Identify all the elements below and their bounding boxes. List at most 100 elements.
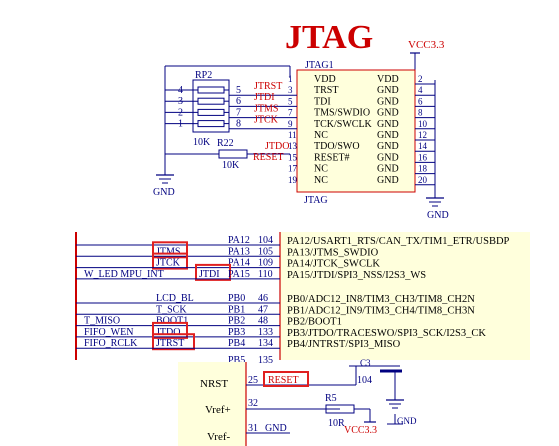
r22-resistor <box>218 149 248 159</box>
port-pin: PB4 <box>228 338 245 349</box>
pin-number: 47 <box>258 304 268 315</box>
mcu-net: T_MISO <box>84 316 120 327</box>
port-pin: PA12 <box>228 235 250 246</box>
jtag-highlight <box>195 263 231 281</box>
pin-function: PB2/BOOT1 <box>287 317 342 328</box>
rp-pin-right: 6 <box>236 96 241 107</box>
connector-part: JTAG <box>304 195 328 206</box>
pin-net: JTRST <box>156 338 184 349</box>
vcc-label-top: VCC3.3 <box>408 39 445 51</box>
c3-value: 104 <box>357 375 372 386</box>
nrst-pin: NRST <box>200 378 228 390</box>
jtag-highlight <box>152 333 195 351</box>
pin-num-right: 6 <box>418 96 423 106</box>
port-pin: PA15 <box>228 269 250 280</box>
pin-number: 110 <box>258 269 273 280</box>
pin-function: PB4/JNTRST/SPI3_MISO <box>287 339 401 350</box>
pin-num-left: 19 <box>288 175 298 185</box>
r5-label: R5 <box>325 393 337 404</box>
resistor-pack-rows: 45JTRST36JTDI27JTMS18JTCK <box>165 81 282 130</box>
pin-function: PA15/JTDI/SPI3_NSS/I2S3_WS <box>287 270 426 281</box>
pin-number: 104 <box>258 235 273 246</box>
pin-net: JTDI <box>199 269 220 280</box>
pin-name-left: NC <box>314 130 328 141</box>
jtdo-net: JTDO <box>265 141 289 152</box>
pin-name-right: GND <box>377 108 399 119</box>
port-pin: PB1 <box>228 304 245 315</box>
rp-pin-right: 5 <box>236 85 241 96</box>
pin-num-right: 20 <box>418 175 428 185</box>
pin-name-right: GND <box>377 119 399 130</box>
pin-num-left: 3 <box>288 85 293 95</box>
rp-pin-right: 8 <box>236 119 241 130</box>
pin-net: T_SCK <box>156 304 187 315</box>
pin-name-left: TMS/SWDIO <box>314 108 370 119</box>
pin-number: 46 <box>258 293 268 304</box>
mcu-body <box>280 232 530 360</box>
reset-section: NRST 25 RESET C3 104 Vref+ 32 R5 10R VCC… <box>178 358 417 446</box>
pin-function: PB0/ADC12_IN8/TIM3_CH3/TIM8_CH2N <box>287 294 475 305</box>
gnd-label-a: GND <box>397 416 417 426</box>
jtag-connector <box>296 69 416 193</box>
vref-minus-pin: Vref- <box>207 431 230 443</box>
rp-element <box>197 108 225 116</box>
pin-num-right: 16 <box>418 152 428 162</box>
pin-number: 109 <box>258 258 273 269</box>
resistor-pack-rp2 <box>192 79 230 133</box>
pin-num-right: 8 <box>418 108 423 118</box>
pin-function: PA14/JTCK_SWCLK <box>287 259 380 270</box>
pin-num-left: 9 <box>288 119 293 129</box>
pin-num-right: 18 <box>418 164 428 174</box>
pin-num-right: 2 <box>418 74 423 84</box>
pin-function: PA13/JTMS_SWDIO <box>287 247 379 258</box>
pin-name-right: VDD <box>377 74 399 85</box>
pin-function: PA12/USART1_RTS/CAN_TX/TIM1_ETR/USBDP <box>287 236 510 247</box>
rp2-label: RP2 <box>195 70 212 81</box>
mcu-net: FIFO_RCLK <box>84 338 138 349</box>
pin-number-cut: 135 <box>258 355 273 366</box>
net-label: JTDI <box>254 92 275 103</box>
pin-net: LCD_BL <box>156 293 194 304</box>
port-pin: PB2 <box>228 316 245 327</box>
pin-number: 133 <box>258 327 273 338</box>
pin-name-right: GND <box>377 141 399 152</box>
r5-value: 10R <box>328 418 345 429</box>
mcu-lower-body <box>178 362 246 446</box>
pin-number: 105 <box>258 246 273 257</box>
pin-num-left: 13 <box>288 141 298 151</box>
pin-31: 31 <box>248 423 258 434</box>
pin-name-right: GND <box>377 85 399 96</box>
pin-name-left: TDI <box>314 96 331 107</box>
pin-net: JTMS <box>156 246 180 257</box>
port-pin: PA13 <box>228 246 250 257</box>
mcu-net: FIFO_WEN <box>84 327 133 338</box>
pin-num-left: 1 <box>288 74 293 84</box>
pin-name-left: VDD <box>314 74 336 85</box>
mcu-section: PA12 104 PA12/USART1_RTS/CAN_TX/TIM1_ETR/U… <box>75 232 530 366</box>
reset-net: RESET <box>253 152 284 163</box>
r22-label: R22 <box>217 138 234 149</box>
pin-name-left: RESET# <box>314 152 350 163</box>
c3-label: C3 <box>360 358 371 368</box>
pin-num-left: 17 <box>288 164 298 174</box>
net-label: JTRST <box>254 81 282 92</box>
reset-highlight <box>263 371 309 387</box>
rp-element <box>197 120 225 128</box>
net-label: JTCK <box>254 115 279 126</box>
pin-name-left: NC <box>314 164 328 175</box>
gnd-right: GND <box>427 210 449 221</box>
pin-net: JTDO <box>156 327 180 338</box>
pin-name-right: GND <box>377 152 399 163</box>
pin-number: 48 <box>258 316 268 327</box>
pin-num-right: 4 <box>418 85 423 95</box>
reset-net-bottom: RESET <box>268 375 299 386</box>
mcu-pin-rows: PA12 104 PA12/USART1_RTS/CAN_TX/TIM1_ETR/U… <box>76 235 510 366</box>
mcu-net: W_LED MPU_INT <box>84 269 164 280</box>
pin-number: 134 <box>258 338 273 349</box>
pin-num-right: 10 <box>418 119 428 129</box>
port-pin: PB3 <box>228 327 245 338</box>
rp2-value: 10K <box>193 137 211 148</box>
